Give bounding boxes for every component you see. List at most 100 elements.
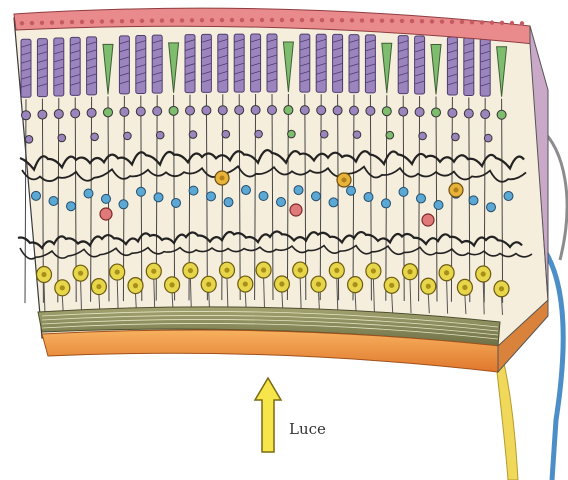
rpe-cell xyxy=(150,19,154,23)
photoreceptor-nucleus xyxy=(419,132,427,140)
rod-cell xyxy=(480,38,490,96)
rod-nucleus xyxy=(448,108,457,117)
bipolar-cell xyxy=(277,198,286,207)
ganglion-nucleus xyxy=(224,268,229,273)
horizontal-cell-nucleus xyxy=(454,188,459,193)
cone-nucleus xyxy=(169,106,178,115)
ganglion-nucleus xyxy=(334,268,339,273)
rpe-cell xyxy=(70,20,74,24)
bipolar-cell xyxy=(399,187,408,196)
bipolar-cell xyxy=(154,193,163,202)
rpe-cell xyxy=(360,18,364,22)
photoreceptor-nucleus xyxy=(255,130,263,138)
bipolar-cell xyxy=(137,187,146,196)
ganglion-nucleus xyxy=(60,285,65,290)
ganglion-nucleus xyxy=(426,284,431,289)
ganglion-nucleus xyxy=(407,269,412,274)
rod-nucleus xyxy=(136,107,145,116)
bipolar-cell xyxy=(119,200,128,209)
rod-nucleus xyxy=(268,106,277,115)
rpe-cell xyxy=(510,21,514,25)
rpe-cell xyxy=(420,19,424,23)
ganglion-nucleus xyxy=(96,284,101,289)
bipolar-cell xyxy=(189,186,198,195)
bipolar-cell xyxy=(434,201,443,210)
rpe-cell xyxy=(460,20,464,24)
rod-cell xyxy=(316,34,326,92)
photoreceptor-nucleus xyxy=(353,131,361,139)
rod-nucleus xyxy=(350,106,359,115)
bipolar-cell xyxy=(382,199,391,208)
rod-cell xyxy=(136,35,146,93)
ganglion-nucleus xyxy=(115,269,120,274)
bipolar-cell xyxy=(207,192,216,201)
rpe-cell xyxy=(300,18,304,22)
ganglion-nucleus xyxy=(243,281,248,286)
rod-cell xyxy=(267,34,277,92)
rod-nucleus xyxy=(300,106,309,115)
amacrine-cell xyxy=(422,214,434,226)
ganglion-nucleus xyxy=(206,282,211,287)
ganglion-nucleus xyxy=(279,281,284,286)
bipolar-cell xyxy=(294,186,303,195)
bipolar-cell xyxy=(172,198,181,207)
rpe-cell xyxy=(430,19,434,23)
rpe-cell xyxy=(490,20,494,24)
cone-nucleus xyxy=(432,108,441,117)
rod-nucleus xyxy=(54,109,63,118)
bipolar-cell xyxy=(67,202,76,211)
cone-nucleus xyxy=(104,108,113,117)
rod-cell xyxy=(54,38,64,96)
rod-nucleus xyxy=(87,108,96,117)
rpe-cell xyxy=(20,21,24,25)
rod-nucleus xyxy=(399,107,408,116)
bipolar-cell xyxy=(102,194,111,203)
light-arrow-icon xyxy=(255,378,281,452)
cone-nucleus xyxy=(284,106,293,115)
rpe-cell xyxy=(400,19,404,23)
rpe-cell xyxy=(280,18,284,22)
rod-cell xyxy=(349,35,359,93)
horizontal-cell-nucleus xyxy=(220,176,225,181)
bipolar-cell xyxy=(224,198,233,207)
rpe-cell xyxy=(210,18,214,22)
photoreceptor-nucleus xyxy=(91,133,99,141)
ganglion-nucleus xyxy=(353,282,358,287)
rpe-cell xyxy=(260,18,264,22)
ganglion-nucleus xyxy=(261,267,266,272)
rpe-cell xyxy=(440,19,444,23)
rod-nucleus xyxy=(153,107,162,116)
rod-cell xyxy=(21,39,31,97)
rpe-cell xyxy=(470,20,474,24)
rod-nucleus xyxy=(415,107,424,116)
rpe-cell xyxy=(380,18,384,22)
rod-cell xyxy=(415,36,425,94)
rpe-cell xyxy=(310,18,314,22)
bipolar-cell xyxy=(32,191,41,200)
photoreceptor-nucleus xyxy=(484,134,492,142)
ganglion-nucleus xyxy=(151,269,156,274)
horizontal-cell-nucleus xyxy=(342,178,347,183)
rod-nucleus xyxy=(22,111,31,120)
photoreceptor-nucleus xyxy=(320,130,328,138)
bipolar-cell xyxy=(259,192,268,201)
ganglion-nucleus xyxy=(78,271,83,276)
rod-nucleus xyxy=(251,106,260,115)
photoreceptor-nucleus xyxy=(124,132,132,140)
rpe-cell xyxy=(160,18,164,22)
photoreceptor-nucleus xyxy=(189,131,197,139)
cone-nucleus xyxy=(497,110,506,119)
rpe-cell xyxy=(100,19,104,23)
rod-nucleus xyxy=(235,106,244,115)
rpe-cell xyxy=(480,20,484,24)
rpe-cell xyxy=(410,19,414,23)
rpe-cell xyxy=(170,18,174,22)
rod-cell xyxy=(37,39,47,97)
ganglion-nucleus xyxy=(371,268,376,273)
rod-cell xyxy=(398,36,408,94)
ganglion-nucleus xyxy=(444,270,449,275)
ganglion-nucleus xyxy=(389,283,394,288)
rod-cell xyxy=(201,34,211,92)
rod-cell xyxy=(365,35,375,93)
light-label: Luce xyxy=(289,420,326,438)
